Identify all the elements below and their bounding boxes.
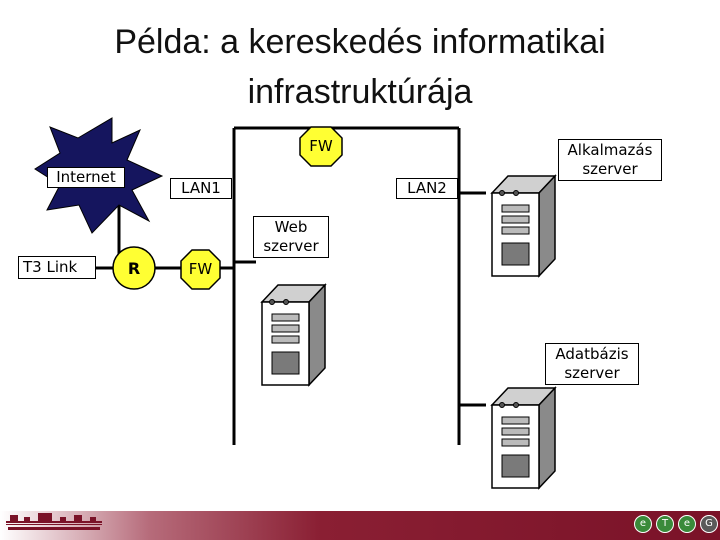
t-icon: T: [656, 515, 674, 533]
db-server-label-line-2: szerver: [564, 364, 620, 382]
router-icon: [112, 246, 156, 290]
internet-label: Internet: [47, 167, 125, 188]
web-server-label-line-1: Web: [274, 218, 308, 236]
e-icon: e: [678, 515, 696, 533]
slide-title-line-2: infrastruktúrája: [247, 73, 473, 111]
app-server-label: Alkalmazás szerver: [558, 139, 662, 181]
lan2-label: LAN2: [396, 178, 458, 199]
db-server-icon: [490, 386, 557, 490]
g-icon: G: [700, 515, 718, 533]
router-label: R: [127, 259, 141, 278]
firewall-outer-label: FW: [188, 260, 213, 278]
t3-link-label: T3 Link: [18, 256, 96, 279]
db-server-label: Adatbázis szerver: [545, 343, 639, 385]
lan1-label: LAN1: [170, 178, 232, 199]
footer-bar: [0, 511, 720, 540]
web-server-label: Web szerver: [253, 216, 329, 258]
slide-title-line-1: Példa: a kereskedés informatikai: [114, 23, 606, 61]
firewall-inner-icon: [299, 126, 343, 167]
web-server-label-line-2: szerver: [263, 237, 319, 255]
logo-mark-icon: [6, 513, 102, 530]
firewall-inner-label: FW: [309, 137, 333, 155]
web-server-icon: [260, 283, 327, 387]
app-server-icon: [490, 174, 557, 278]
firewall-outer-icon: [180, 249, 221, 290]
e-icon: e: [634, 515, 652, 533]
db-server-label-line-1: Adatbázis: [555, 345, 629, 363]
app-server-label-line-1: Alkalmazás: [567, 141, 653, 159]
app-server-label-line-2: szerver: [582, 160, 638, 178]
